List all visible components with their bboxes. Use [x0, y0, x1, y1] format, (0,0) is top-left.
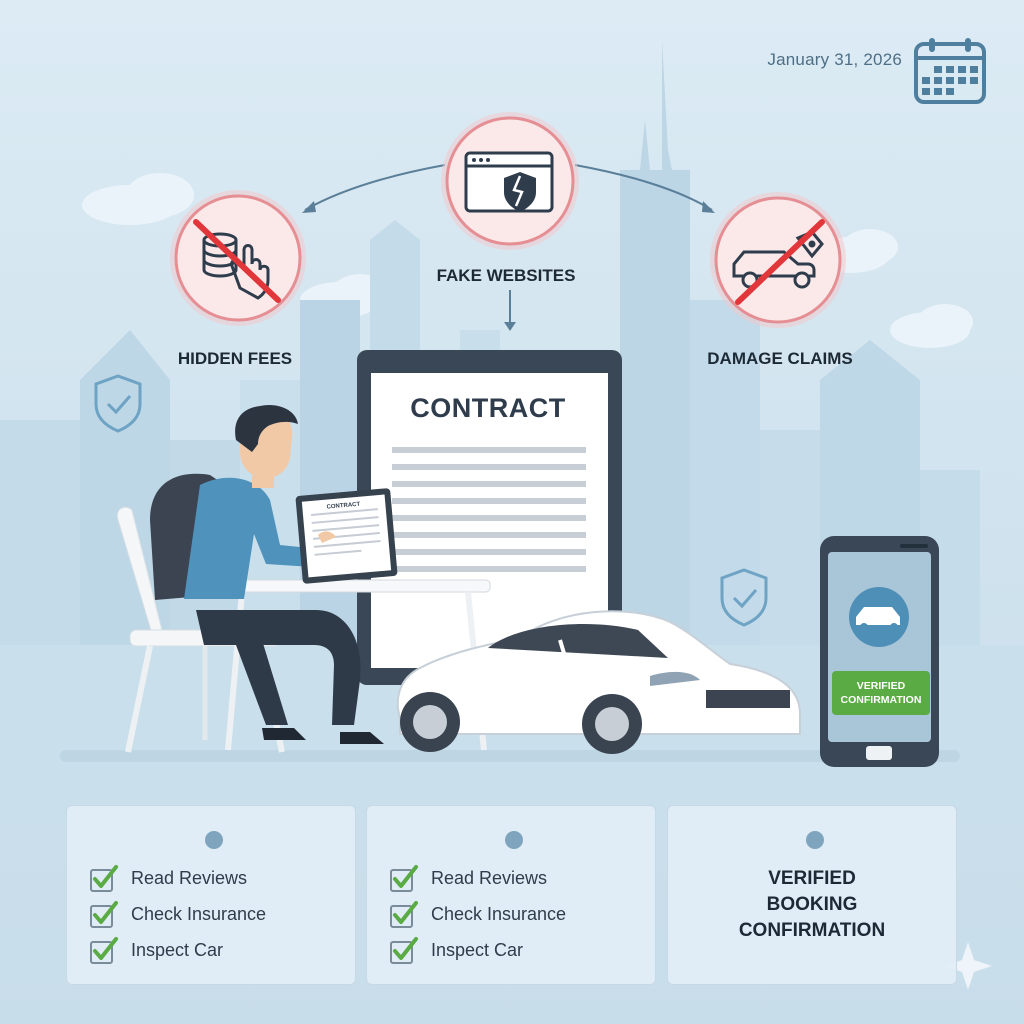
person-reading-contract: CONTRACT [150, 404, 398, 744]
checklist-item: Inspect Car [389, 932, 566, 968]
card-dot [205, 831, 223, 849]
checklist-item-label: Check Insurance [431, 903, 567, 924]
checkbox-icon [390, 901, 418, 928]
checkbox-icon [90, 937, 118, 964]
badge-line-verified: VERIFIED [856, 680, 906, 692]
rental-car [396, 610, 801, 754]
badge-line-confirmation: CONFIRMATION [840, 694, 922, 706]
checklist-item-label: Check Insurance [131, 903, 267, 924]
verified-booking-line: BOOKING [766, 894, 858, 915]
shield-check-icon [94, 374, 142, 433]
damage-claims-label: DAMAGE CLAIMS [707, 349, 853, 368]
checklist-item: Read Reviews [89, 860, 266, 896]
browser-shield-icon [464, 151, 554, 213]
checkbox-icon [90, 901, 118, 928]
checklist-item-label: Inspect Car [431, 939, 524, 960]
shield-check-icon [720, 568, 768, 627]
smartphone [820, 536, 939, 767]
fake-websites-warning [441, 112, 579, 250]
checkbox-icon [90, 865, 118, 892]
calendar-icon [914, 38, 986, 104]
verified-booking-line: CONFIRMATION [738, 920, 886, 941]
card-dot [806, 831, 824, 849]
contract-document [357, 350, 622, 685]
tablet-contract-title: CONTRACT [326, 502, 360, 511]
sparkle-icon [944, 942, 992, 990]
verified-booking-card: VERIFIED BOOKING CONFIRMATION [667, 805, 957, 985]
car-tag-icon [732, 230, 824, 289]
checklist-item: Check Insurance [389, 896, 566, 932]
verified-booking-text: VERIFIED BOOKING CONFIRMATION [668, 866, 956, 944]
hidden-fees-warning [170, 190, 306, 326]
checkbox-icon [390, 865, 418, 892]
verified-booking-line: VERIFIED [768, 868, 856, 889]
contract-title: CONTRACT [410, 393, 566, 423]
checklist-item-label: Inspect Car [131, 939, 224, 960]
verified-confirmation-badge: VERIFIED CONFIRMATION [832, 671, 930, 715]
car-icon [856, 607, 900, 631]
date-label: January 31, 2026 [767, 50, 902, 69]
hidden-fees-label: HIDDEN FEES [177, 349, 293, 368]
checkbox-icon [390, 937, 418, 964]
checklist-card-1: Read Reviews Check Insurance Inspect Car [66, 805, 356, 985]
checklist: Read Reviews Check Insurance Inspect Car [89, 860, 266, 968]
checklist-item: Inspect Car [89, 932, 266, 968]
fake-websites-label: FAKE WEBSITES [436, 266, 576, 285]
checklist-card-2: Read Reviews Check Insurance Inspect Car [366, 805, 656, 985]
checklist-item: Check Insurance [89, 896, 266, 932]
damage-claims-warning [710, 192, 846, 328]
checklist-item-label: Read Reviews [431, 867, 548, 888]
checklist-item: Read Reviews [389, 860, 566, 896]
card-dot [505, 831, 523, 849]
checklist-item-label: Read Reviews [131, 867, 248, 888]
checklist: Read Reviews Check Insurance Inspect Car [389, 860, 566, 968]
